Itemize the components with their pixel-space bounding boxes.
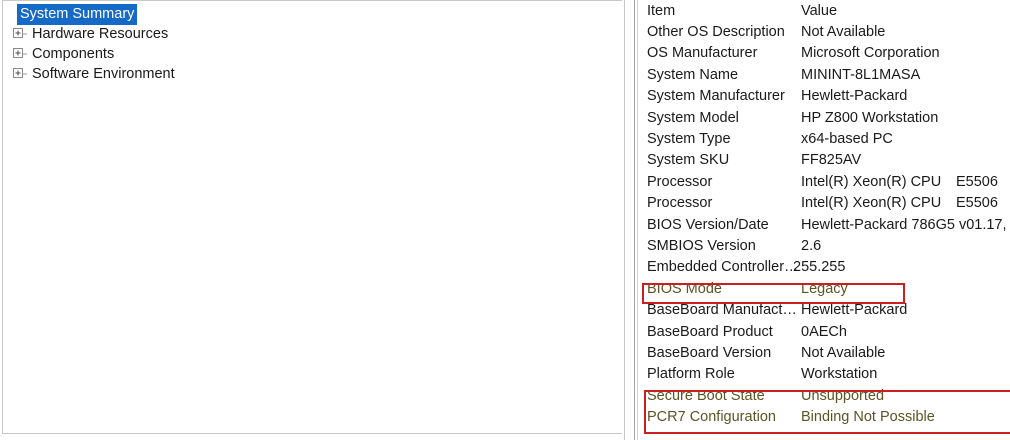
detail-row[interactable]: Processor Intel(R) Xeon(R) CPU E5506 bbox=[638, 193, 1010, 214]
detail-item-cell: Platform Role bbox=[647, 366, 735, 383]
detail-value-cell: Binding Not Possible bbox=[801, 409, 935, 426]
detail-row[interactable]: BIOS Version/Date Hewlett-Packard 786G5 v… bbox=[638, 214, 1010, 235]
detail-value-cell: 2.6 bbox=[801, 237, 822, 254]
tree-item-system-summary[interactable]: System Summary bbox=[3, 3, 622, 25]
tree-item-hardware-resources[interactable]: Hardware Resources bbox=[3, 24, 622, 44]
detail-value-cell: Legacy bbox=[801, 280, 848, 297]
detail-item-cell: BaseBoard Manufacturer bbox=[647, 302, 801, 319]
detail-value-text: Intel(R) Xeon(R) CPU bbox=[801, 173, 942, 190]
expand-plus-icon[interactable] bbox=[11, 66, 27, 82]
detail-item-cell: System Manufacturer bbox=[647, 88, 785, 105]
detail-value-cell: Intel(R) Xeon(R) CPU E5506 bbox=[801, 173, 1010, 191]
detail-value-cell: HP Z800 Workstation bbox=[801, 109, 939, 126]
detail-row[interactable]: Processor Intel(R) Xeon(R) CPU E5506 bbox=[638, 171, 1010, 192]
detail-value-cell: Hewlett-Packard 786G5 v01.17, 8/ bbox=[801, 216, 1010, 233]
detail-value-cell: 255.255 bbox=[793, 259, 846, 276]
detail-value-cell: Hewlett-Packard bbox=[801, 302, 908, 319]
detail-value-cell: Unsupported bbox=[801, 387, 885, 404]
detail-item-cell: System Type bbox=[647, 131, 731, 148]
detail-row[interactable]: OS Manufacturer Microsoft Corporation bbox=[638, 43, 1010, 64]
detail-value-cell: Workstation bbox=[801, 366, 878, 383]
detail-row[interactable]: Secure Boot State Unsupported bbox=[638, 385, 1010, 406]
detail-value-text: Intel(R) Xeon(R) CPU bbox=[801, 195, 942, 212]
navigation-tree-pane[interactable]: System Summary Hardware Resources bbox=[2, 0, 622, 434]
detail-value-model-text: E5506 bbox=[956, 195, 998, 212]
detail-item-cell: Other OS Description bbox=[647, 24, 785, 41]
tree-item-label: Hardware Resources bbox=[32, 26, 169, 42]
detail-row[interactable]: BaseBoard Version Not Available bbox=[638, 342, 1010, 363]
detail-item-cell: BIOS Mode bbox=[647, 280, 722, 297]
detail-item-cell: BaseBoard Version bbox=[647, 344, 772, 361]
tree-item-label: Software Environment bbox=[32, 66, 175, 82]
detail-value-cell: MININT-8L1MASA bbox=[801, 66, 921, 83]
detail-row[interactable]: System Model HP Z800 Workstation bbox=[638, 107, 1010, 128]
expand-plus-icon[interactable] bbox=[11, 26, 27, 42]
detail-item-cell: System SKU bbox=[647, 152, 730, 169]
detail-item-cell: System Model bbox=[647, 109, 739, 126]
detail-item-cell: Processor bbox=[647, 173, 713, 190]
tree-item-label: System Summary bbox=[17, 3, 138, 25]
tree-item-components[interactable]: Components bbox=[3, 44, 622, 64]
column-header-item: Item bbox=[647, 2, 676, 19]
detail-value-cell: FF825AV bbox=[801, 152, 862, 169]
detail-item-cell: BIOS Version/Date bbox=[647, 216, 769, 233]
detail-value-cell: Intel(R) Xeon(R) CPU E5506 bbox=[801, 194, 1010, 212]
detail-item-cell: OS Manufacturer bbox=[647, 45, 758, 62]
detail-item-cell: Secure Boot State bbox=[647, 387, 765, 404]
column-header-value: Value bbox=[801, 2, 838, 19]
detail-value-cell: x64-based PC bbox=[801, 131, 893, 148]
tree-item-software-environment[interactable]: Software Environment bbox=[3, 64, 622, 84]
expand-plus-icon[interactable] bbox=[11, 46, 27, 62]
detail-item-cell: PCR7 Configuration bbox=[647, 409, 776, 426]
detail-row[interactable]: BaseBoard Product 0AECh bbox=[638, 321, 1010, 342]
tree-item-label: Components bbox=[32, 46, 115, 62]
detail-row[interactable]: System Type x64-based PC bbox=[638, 128, 1010, 149]
detail-item-cell: Processor bbox=[647, 195, 713, 212]
detail-item-cell: System Name bbox=[647, 66, 739, 83]
detail-row[interactable]: BIOS Mode Legacy bbox=[638, 278, 1010, 299]
detail-item-cell: SMBIOS Version bbox=[647, 237, 756, 254]
detail-row[interactable]: Other OS Description Not Available bbox=[638, 21, 1010, 42]
tree-list: System Summary Hardware Resources bbox=[3, 1, 622, 84]
detail-value-cell: Hewlett-Packard bbox=[801, 88, 908, 105]
detail-row[interactable]: PCR7 Configuration Binding Not Possible bbox=[638, 406, 1010, 427]
detail-header-row[interactable]: Item Value bbox=[638, 0, 1010, 21]
detail-row[interactable]: Platform Role Workstation bbox=[638, 364, 1010, 385]
detail-value-cell: 0AECh bbox=[801, 323, 847, 340]
detail-value-cell: Microsoft Corporation bbox=[801, 45, 940, 62]
detail-item-cell: BaseBoard Product bbox=[647, 323, 773, 340]
detail-row[interactable]: SMBIOS Version 2.6 bbox=[638, 235, 1010, 256]
detail-value-model-text: E5506 bbox=[956, 173, 998, 190]
detail-value-cell: Not Available bbox=[801, 344, 886, 361]
detail-value-cell: Not Available bbox=[801, 24, 886, 41]
detail-row[interactable]: System SKU FF825AV bbox=[638, 150, 1010, 171]
splitter-line bbox=[624, 0, 625, 440]
detail-row[interactable]: Embedded Controller V...255.255 bbox=[638, 257, 1010, 278]
pane-splitter[interactable] bbox=[624, 0, 634, 440]
detail-row[interactable]: System Name MININT-8L1MASA bbox=[638, 64, 1010, 85]
detail-item-cell: Embedded Controller V... bbox=[647, 259, 801, 276]
detail-row[interactable]: System Manufacturer Hewlett-Packard bbox=[638, 86, 1010, 107]
